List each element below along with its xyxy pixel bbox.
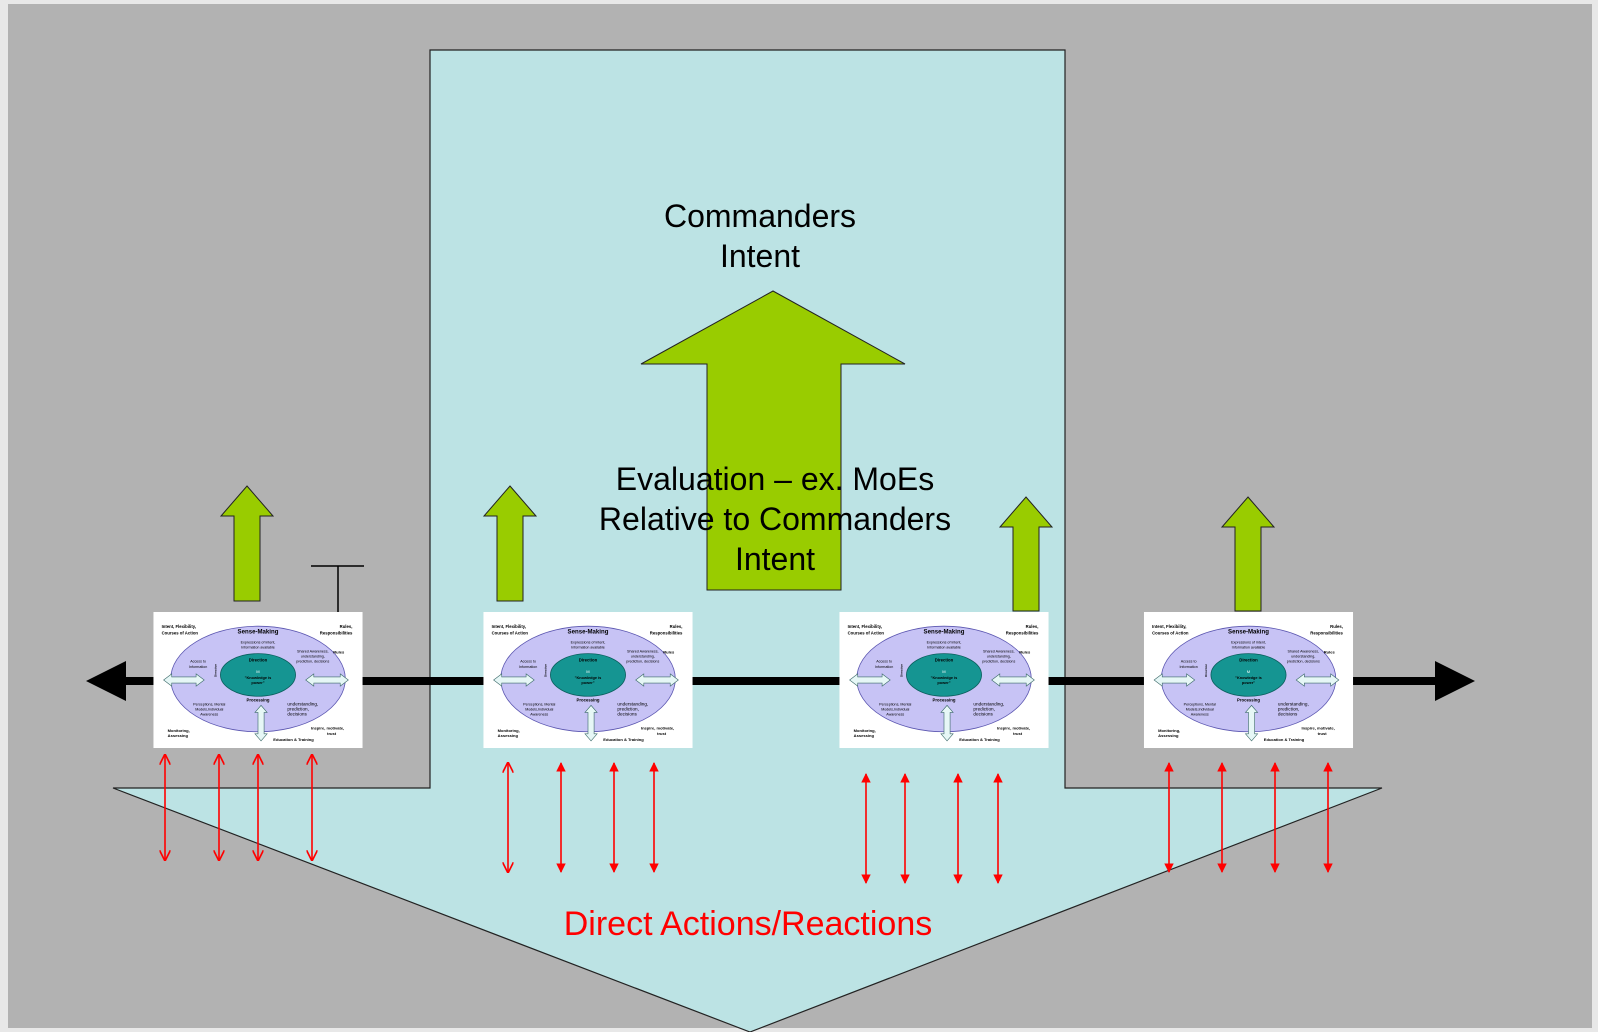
sense-making-diagram xyxy=(839,612,1049,748)
red-arrows-group-1 xyxy=(165,755,312,860)
evaluation-line-1: Evaluation – ex. MoEs xyxy=(615,461,935,497)
small-green-arrow xyxy=(482,485,538,602)
evaluation-line-2: Relative to Commanders xyxy=(598,501,952,537)
direct-actions-label: Direct Actions/Reactions xyxy=(563,905,933,943)
red-arrows-group-4 xyxy=(1164,762,1333,873)
small-green-arrow xyxy=(1220,496,1276,612)
sense-making-diagram xyxy=(483,612,693,748)
timeline-left-arrowhead xyxy=(86,661,126,701)
sense-making-diagram xyxy=(153,612,363,748)
commanders-intent-line-1: Commanders xyxy=(663,198,857,234)
red-arrows-group-2 xyxy=(508,763,659,872)
timeline-right-arrowhead xyxy=(1435,661,1475,701)
small-green-arrow xyxy=(219,485,275,602)
commanders-intent-line-2: Intent xyxy=(719,238,801,274)
commanders-intent-arrow xyxy=(640,290,906,591)
evaluation-label: Evaluation – ex. MoEs Relative to Comman… xyxy=(540,459,1010,579)
small-green-arrow xyxy=(998,496,1054,612)
commanders-intent-label: Commanders Intent xyxy=(610,196,910,276)
sense-making-diagram xyxy=(1143,612,1354,748)
red-arrows-group-3 xyxy=(861,773,1003,884)
evaluation-line-3: Intent xyxy=(734,541,816,577)
